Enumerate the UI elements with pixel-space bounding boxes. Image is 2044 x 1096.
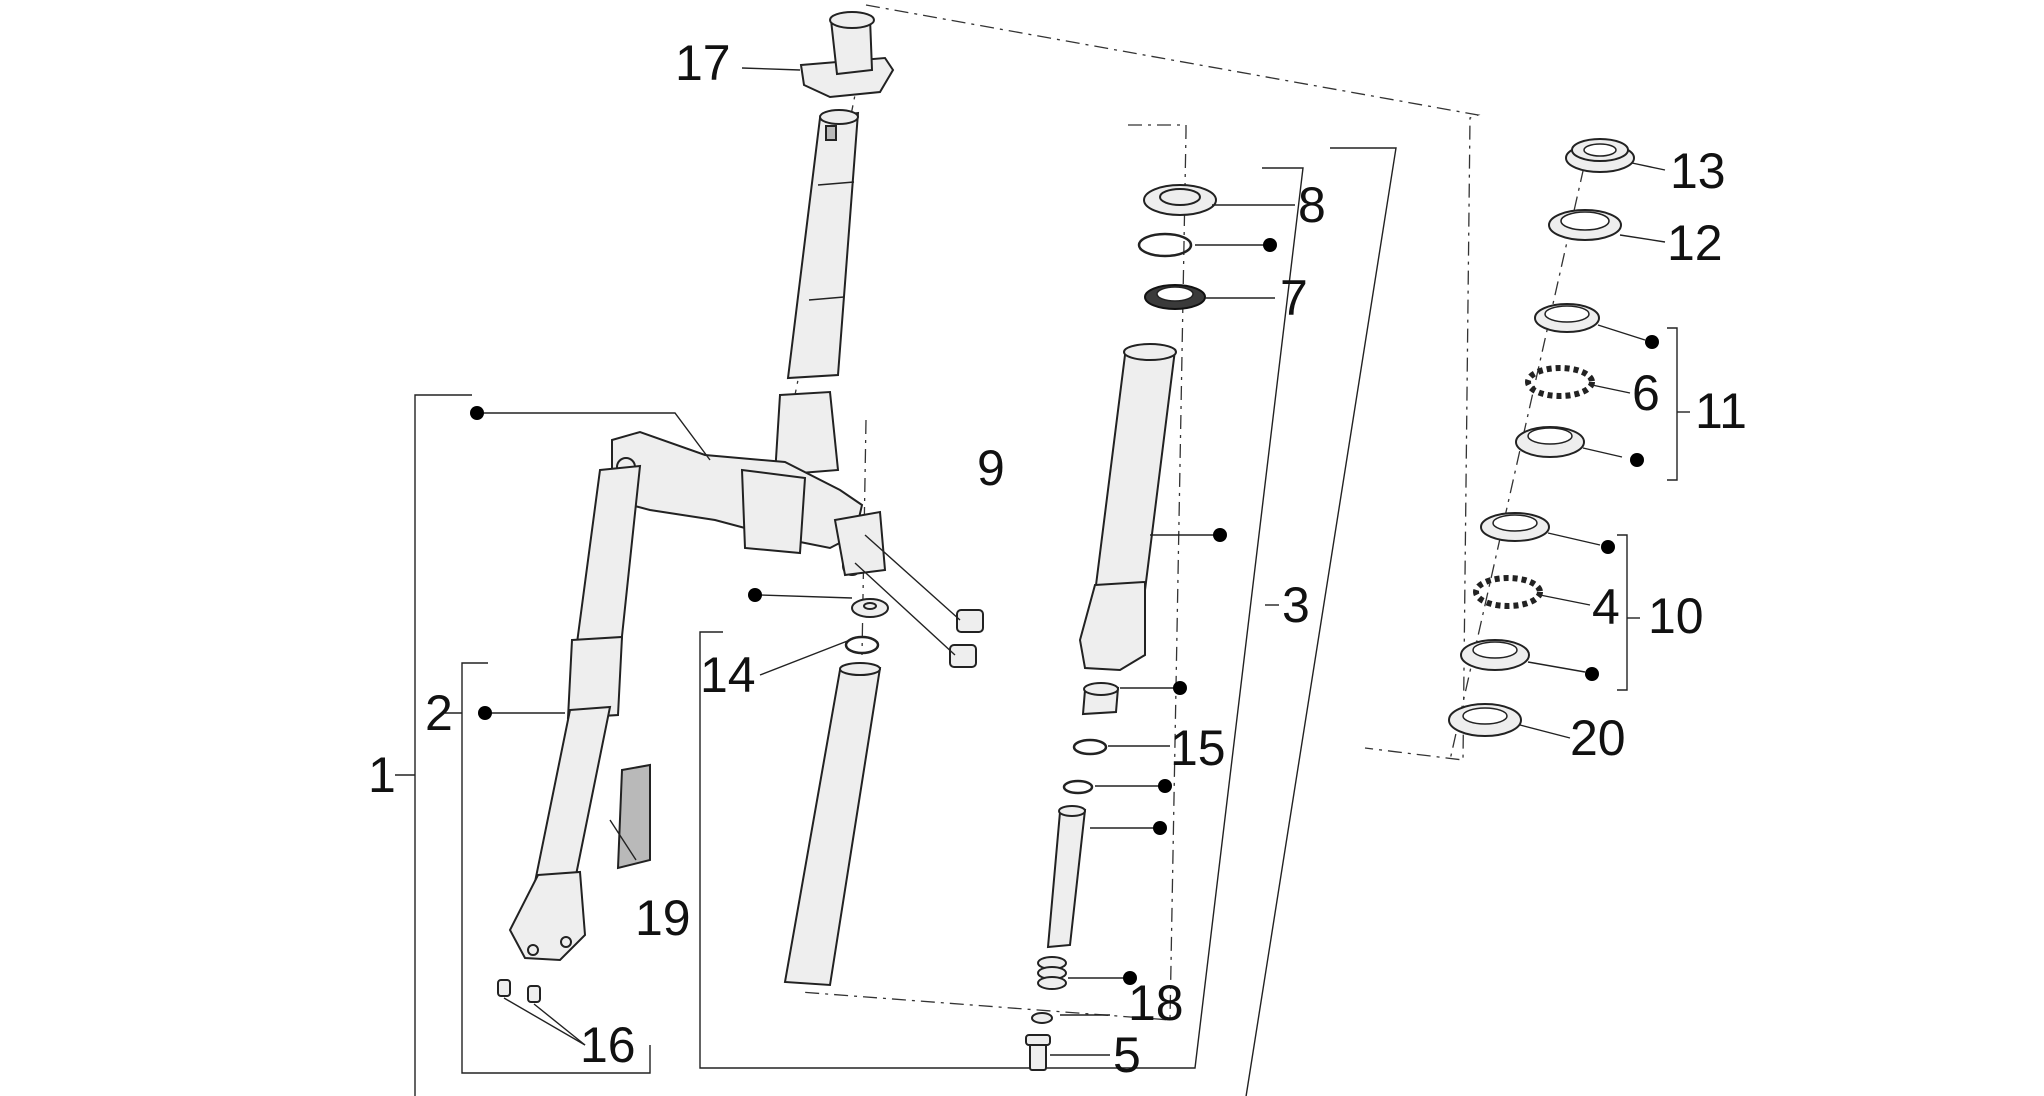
- steering-stem: [786, 109, 860, 380]
- callout-3: 3: [1282, 577, 1310, 633]
- group-brackets: [395, 147, 1690, 1096]
- seal-part-8: [1137, 184, 1217, 258]
- lock-washer-part-12: [1548, 209, 1622, 241]
- callout-14: 14: [700, 647, 756, 703]
- callout-5: 5: [1113, 1027, 1141, 1083]
- ring-part-7: [1144, 284, 1206, 310]
- callout-6: 6: [1632, 365, 1660, 421]
- cup-upper-10a: [1480, 512, 1550, 542]
- race-part-20: [1448, 703, 1522, 737]
- screws-part-16: [497, 979, 586, 1046]
- callout-16: 16: [580, 1017, 636, 1073]
- callout-labels: 1 2 3 4 5 6 7 8 9 10 11 12 13 14 15 16 1…: [368, 35, 1747, 1083]
- callout-9: 9: [977, 440, 1005, 496]
- cup-lower-10b: [1460, 639, 1530, 671]
- leader-lines: [482, 67, 1666, 1056]
- ball-race-part-6: [1525, 365, 1595, 399]
- callout-17: 17: [675, 35, 731, 91]
- callout-12: 12: [1667, 215, 1723, 271]
- bolts-part-9: [854, 534, 984, 668]
- callout-4: 4: [1592, 579, 1620, 635]
- callout-19: 19: [635, 890, 691, 946]
- callout-18: 18: [1128, 975, 1184, 1031]
- screw-part-5: [1025, 1034, 1051, 1071]
- cup-lower-11b: [1515, 426, 1585, 458]
- callout-2: 2: [425, 685, 453, 741]
- assembly-lines: [794, 4, 1591, 1021]
- steering-cap-part-17: [799, 11, 895, 99]
- triple-clamp-part-1: [611, 390, 887, 577]
- outer-slider-part-3: [1078, 343, 1177, 672]
- reflector-part-19: [616, 763, 651, 870]
- spring-part-18: [1031, 956, 1067, 1024]
- callout-20: 20: [1570, 710, 1626, 766]
- callout-8: 8: [1298, 177, 1326, 233]
- callout-15: 15: [1170, 720, 1226, 776]
- callout-13: 13: [1670, 143, 1726, 199]
- washer-part-14: [844, 598, 889, 655]
- callout-1: 1: [368, 747, 396, 803]
- bullet-dots: [470, 238, 1659, 985]
- ball-race-part-4: [1473, 575, 1543, 609]
- internals-part-15: [1046, 682, 1120, 949]
- fork-leg-part-2: [508, 464, 642, 962]
- cup-upper-11a: [1534, 303, 1600, 333]
- callout-10: 10: [1648, 588, 1704, 644]
- callout-7: 7: [1280, 270, 1308, 326]
- inner-tube: [783, 662, 882, 987]
- callout-11: 11: [1695, 383, 1747, 439]
- nut-part-13: [1565, 138, 1635, 173]
